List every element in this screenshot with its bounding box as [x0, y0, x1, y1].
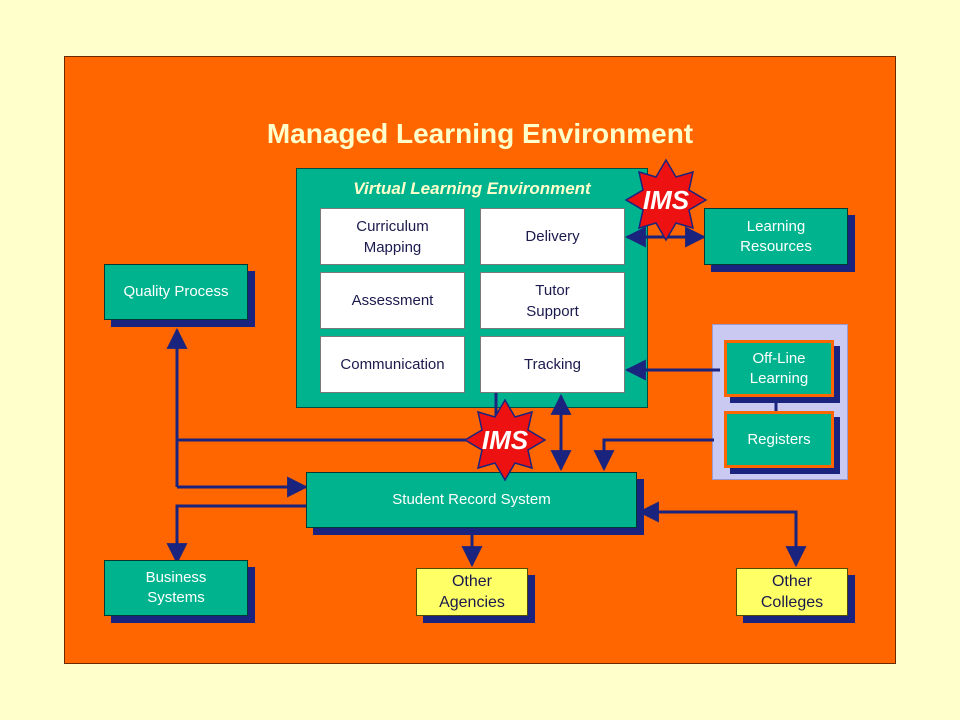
- vle-title: Virtual Learning Environment: [353, 179, 591, 198]
- vle-cell-tracking: Tracking: [480, 336, 625, 393]
- vle-cell-tutor-support: Tutor Support: [480, 272, 625, 329]
- other-colleges-box: Other Colleges: [736, 568, 848, 616]
- connector-registers-srs: [593, 438, 714, 472]
- quality-process-box: Quality Process: [104, 264, 248, 320]
- business-systems-box: Business Systems: [104, 560, 248, 616]
- diagram-title: Managed Learning Environment: [266, 118, 694, 149]
- other-agencies-box: Other Agencies: [416, 568, 528, 616]
- connector-srs-business: [166, 504, 306, 565]
- ims-label-bottom: IMS: [481, 425, 529, 455]
- ims-label-top: IMS: [642, 185, 690, 215]
- vle-cell-delivery: Delivery: [480, 208, 625, 265]
- vle-cell-communication: Communication: [320, 336, 465, 393]
- ims-star-top-icon: [624, 158, 708, 242]
- connector-srs-colleges: [637, 501, 807, 568]
- vle-cell-curriculum-mapping: Curriculum Mapping: [320, 208, 465, 265]
- registers-box: Registers: [724, 411, 834, 468]
- ims-star-bottom-icon: [463, 398, 547, 482]
- student-record-system-box: Student Record System: [306, 472, 637, 528]
- vle-cell-assessment: Assessment: [320, 272, 465, 329]
- off-line-learning-box: Off-Line Learning: [724, 340, 834, 397]
- learning-resources-box: Learning Resources: [704, 208, 848, 265]
